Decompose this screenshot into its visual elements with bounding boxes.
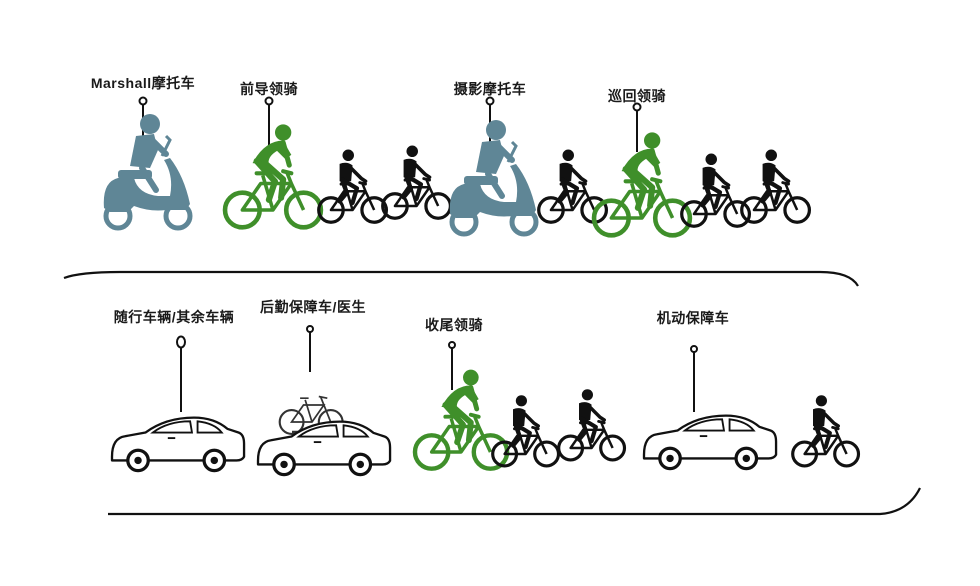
road-upper-edge: [63, 270, 859, 287]
cyclist-icon: [317, 150, 389, 224]
cyclist-icon: [740, 150, 812, 224]
cyclist-icon: [381, 146, 453, 220]
motorcycle-icon: [104, 114, 190, 228]
mobile-car-icon: [642, 414, 778, 471]
support-car-icon: [256, 420, 392, 477]
pin-patrol: [632, 102, 642, 152]
photo-motorcycle-icon: [450, 120, 536, 234]
label-mobile: 机动保障车: [656, 310, 730, 326]
cyclist-icon: [557, 389, 627, 462]
pin-lead: [264, 96, 274, 146]
pin-sweep: [448, 341, 456, 390]
patrol-cyclist-icon: [594, 132, 690, 235]
label-photo: 摄影摩托车: [453, 81, 527, 97]
cyclist-icon: [791, 395, 861, 468]
cyclist-icon: [491, 395, 561, 468]
pin-mobile: [690, 345, 698, 412]
label-support: 后勤保障车/医生: [260, 299, 366, 315]
label-lead: 前导领骑: [240, 81, 298, 97]
lead-cyclist-icon: [225, 124, 321, 227]
label-follow: 随行车辆/其余车辆: [113, 309, 235, 325]
label-sweep: 收尾领骑: [425, 317, 483, 333]
follow-car-icon: [110, 416, 246, 473]
pin-support: [306, 325, 314, 372]
road-lower-edge: [108, 487, 921, 516]
pin-follow: [176, 335, 186, 412]
label-patrol: 巡回领骑: [608, 88, 666, 104]
label-marshall: Marshall摩托车: [90, 75, 196, 91]
